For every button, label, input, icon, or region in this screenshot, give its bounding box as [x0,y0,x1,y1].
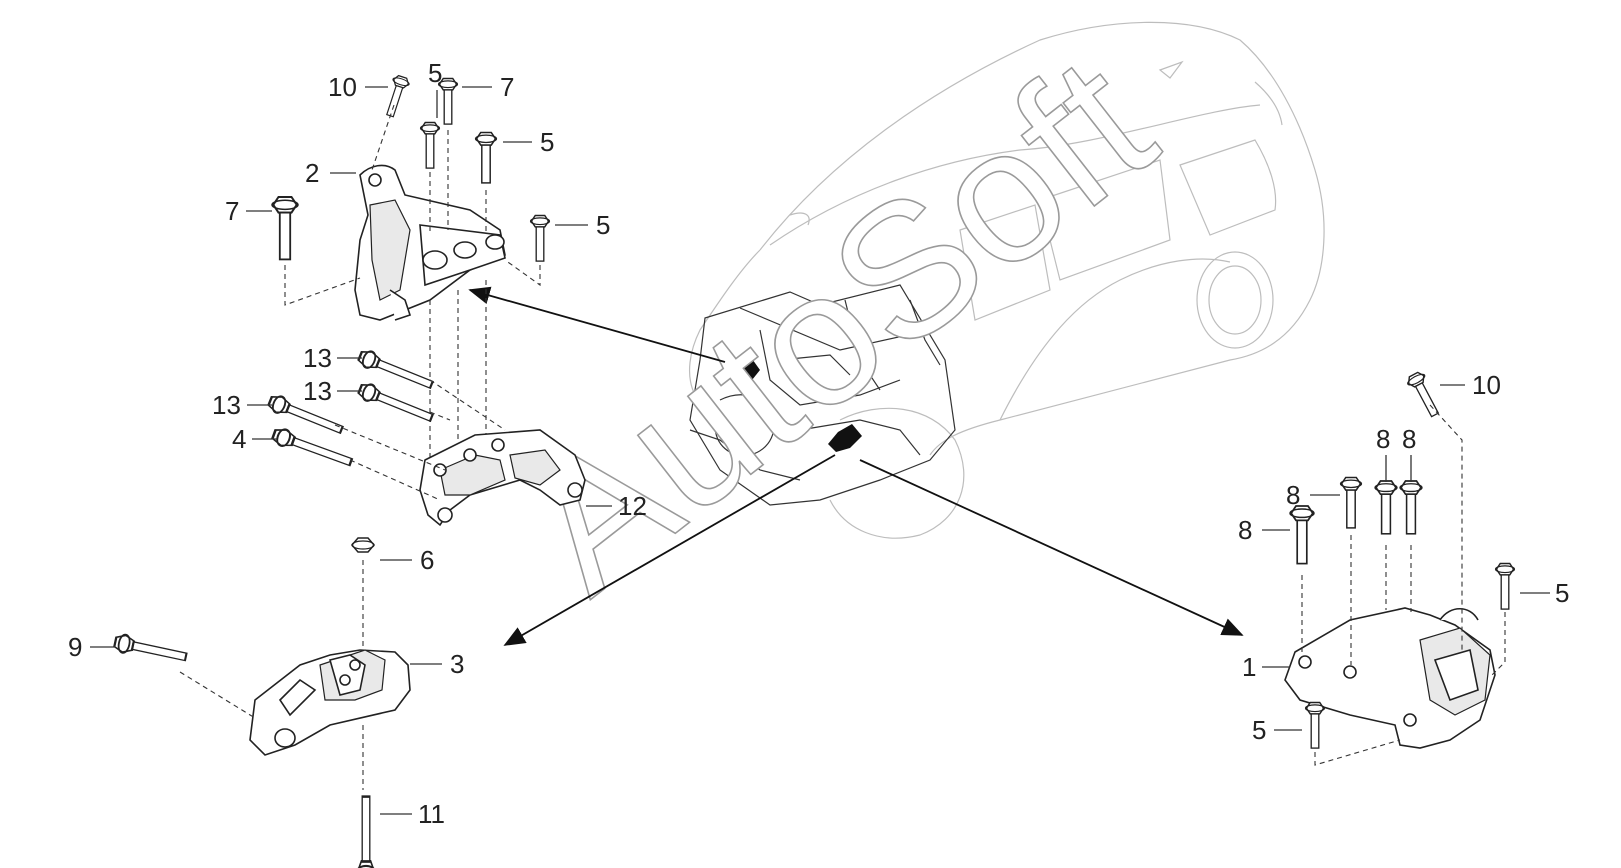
callout-5-top-b: 5 [540,127,554,157]
callout-7-left: 7 [225,196,239,226]
callout-2: 2 [305,158,319,188]
callout-9: 9 [68,632,82,662]
callout-3: 3 [450,649,464,679]
callout-12: 12 [618,491,647,521]
callout-10-top: 10 [328,72,357,102]
transmission-mount-right [1284,607,1496,749]
upper-assembly-lines [284,104,541,460]
callout-5-top-a: 5 [428,58,442,88]
callout-8-a: 8 [1376,424,1390,454]
callout-6: 6 [420,545,434,575]
vehicle-outline [689,21,1325,539]
callout-8-d: 8 [1238,515,1252,545]
right-bolts [1289,369,1516,766]
callout-5-right-b: 5 [1252,715,1266,745]
callout-7-top: 7 [500,72,514,102]
rear-fasteners [112,537,377,868]
rear-roll-mount [249,649,411,756]
callout-13-a: 13 [303,343,332,373]
callout-13-b: 13 [303,376,332,406]
callout-5-top-c: 5 [596,210,610,240]
callout-8-b: 8 [1402,424,1416,454]
location-arrows [468,286,1244,646]
callout-13-c: 13 [212,390,241,420]
nut-6 [351,537,375,553]
callout-labels: 10 5 7 2 5 7 5 13 13 13 4 12 6 9 3 11 10 [68,58,1569,829]
bracket-bolts [265,346,506,501]
callout-4: 4 [232,424,246,454]
callout-11: 11 [418,799,445,829]
callout-1: 1 [1242,652,1256,682]
engine-bay-illustration [689,284,956,506]
callout-5-right-a: 5 [1555,578,1569,608]
transmission-bracket [419,429,586,527]
callout-10-right: 10 [1472,370,1501,400]
engine-mount-upper [354,164,506,321]
callout-8-c: 8 [1286,480,1300,510]
